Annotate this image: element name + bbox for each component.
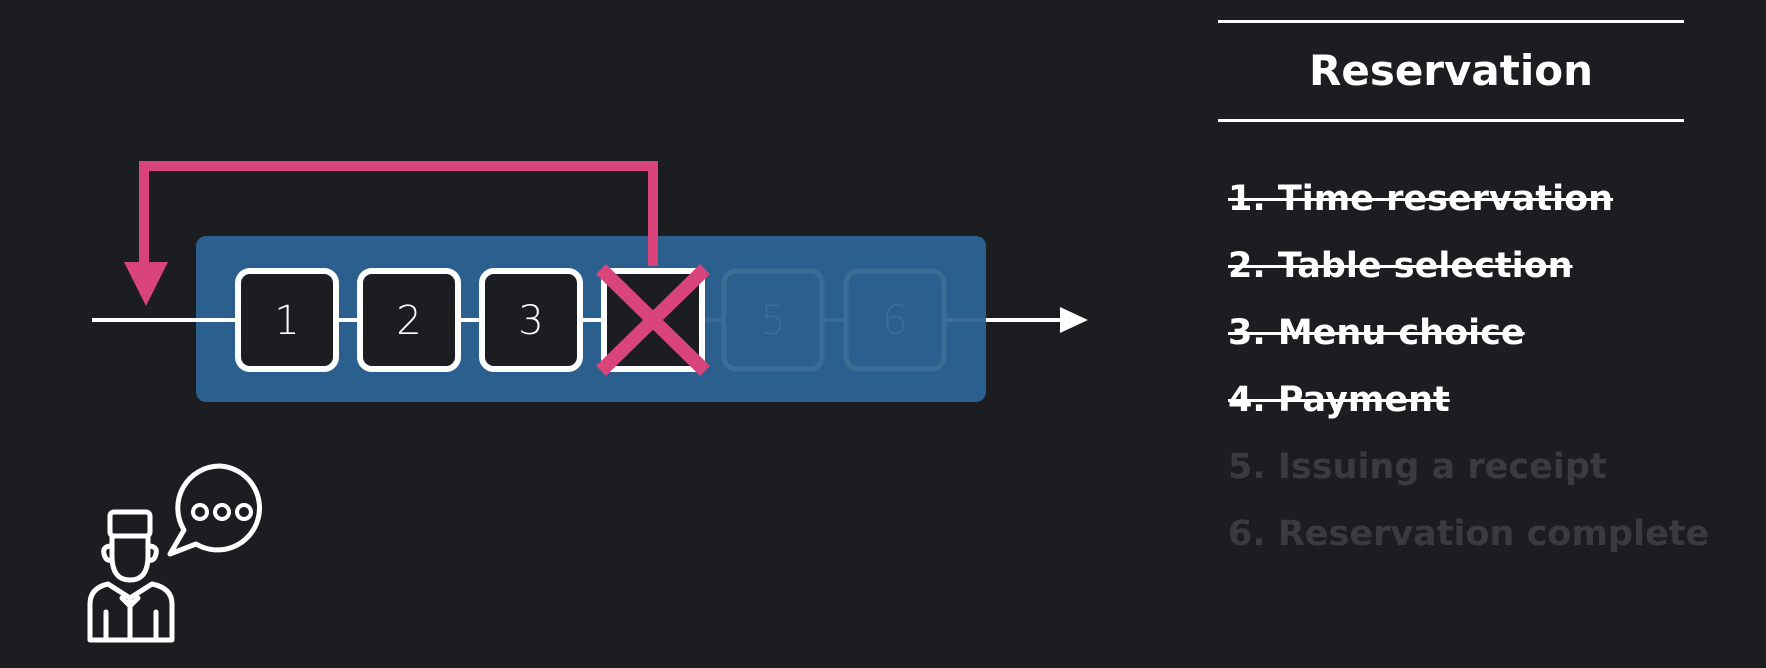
step-list: 1. Time reservation 2. Table selection 3… (1218, 166, 1710, 568)
retry-arrow-path (139, 161, 658, 272)
step-item-table-selection: 2. Table selection (1228, 246, 1573, 286)
step-box-5: 5 (721, 268, 825, 372)
step-item-issuing-receipt: 5. Issuing a receipt (1228, 447, 1607, 487)
panel-top-rule (1218, 20, 1684, 23)
step-item-reservation-complete: 6. Reservation complete (1228, 514, 1710, 554)
retry-arrowhead-icon (124, 262, 168, 306)
reservation-panel: Reservation 1. Time reservation 2. Table… (1218, 20, 1710, 568)
step-item-time-reservation: 1. Time reservation (1228, 179, 1614, 219)
step-box-1: 1 (235, 268, 339, 372)
waiter-icon (87, 509, 175, 643)
fail-cross-icon (596, 264, 710, 376)
step-label-3: 3 (518, 298, 543, 344)
step-label-1: 1 (274, 298, 299, 344)
panel-title: Reservation (1309, 46, 1593, 95)
panel-bottom-rule (1218, 119, 1684, 122)
step-box-2: 2 (357, 268, 461, 372)
step-label-6: 6 (882, 298, 907, 344)
step-label-5: 5 (760, 298, 785, 344)
step-box-6: 6 (843, 268, 947, 372)
step-label-2: 2 (396, 298, 421, 344)
flow-arrowhead-icon (1060, 307, 1088, 333)
speech-bubble-icon (167, 463, 263, 557)
step-item-menu-choice: 3. Menu choice (1228, 313, 1525, 353)
step-box-3: 3 (479, 268, 583, 372)
step-item-payment: 4. Payment (1228, 380, 1450, 420)
